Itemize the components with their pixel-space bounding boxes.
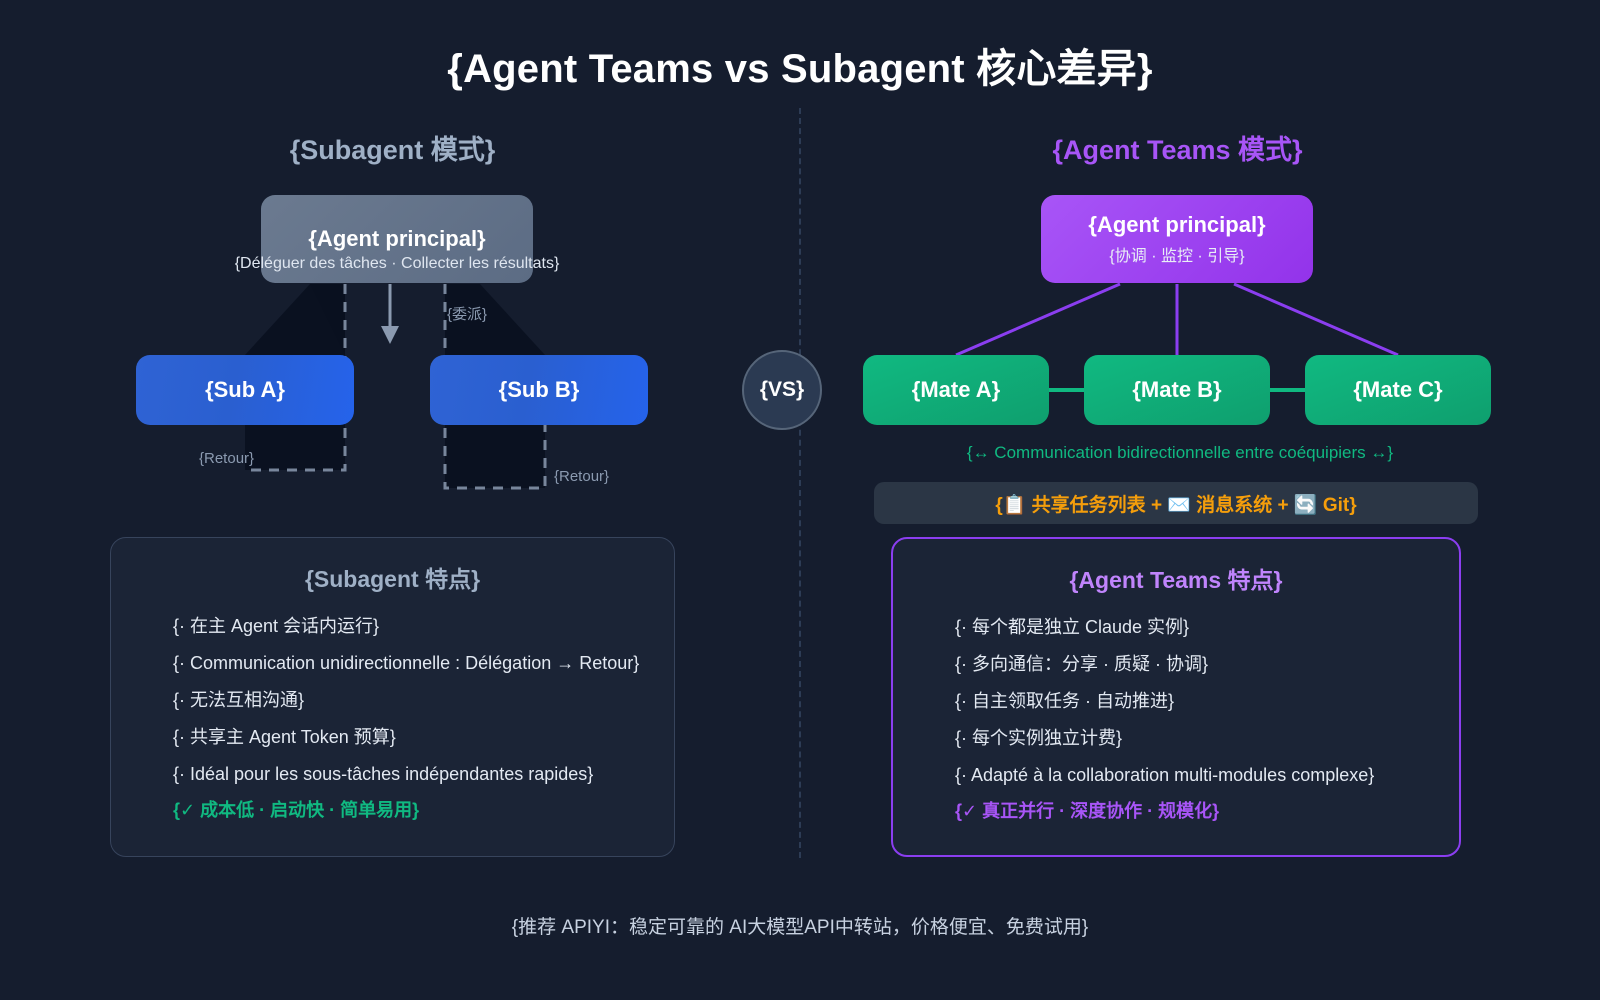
- card-subagent-features: {Subagent 特点} {· 在主 Agent 会话内运行} {· Comm…: [110, 537, 675, 857]
- list-item-highlight: {✓ 成本低 · 启动快 · 简单易用}: [173, 800, 420, 820]
- list-item: {· 无法互相沟通}: [173, 690, 305, 710]
- node-agent-principal-left[interactable]: {Agent principal} {Déléguer des tâches ·…: [235, 195, 559, 283]
- infrastructure-bar: {📋 共享任务列表 + ✉️ 消息系统 + 🔄 Git}: [874, 482, 1478, 524]
- node-label: {Sub A}: [205, 377, 285, 402]
- node-label: {Mate C}: [1353, 377, 1443, 402]
- card-agentteams-features: {Agent Teams 特点} {· 每个都是独立 Claude 实例} {·…: [891, 537, 1461, 857]
- list-item: {· Adapté à la collaboration multi-modul…: [955, 765, 1375, 785]
- column-header-agentteams: {Agent Teams 模式}: [1052, 135, 1303, 165]
- teams-connector-a: [955, 282, 1121, 357]
- list-item: {· 每个实例独立计费}: [955, 728, 1123, 748]
- page-title: {Agent Teams vs Subagent 核心差异}: [447, 47, 1153, 91]
- node-mate-b[interactable]: {Mate B}: [1084, 355, 1270, 425]
- edge-label-return-b: {Retour}: [554, 468, 610, 485]
- shade-polygon-a: [245, 284, 345, 355]
- list-item: {· 在主 Agent 会话内运行}: [173, 616, 380, 636]
- list-item: {· 共享主 Agent Token 预算}: [173, 727, 396, 747]
- edge-label-return-a: {Retour}: [199, 450, 255, 467]
- footer-note: {推荐 APIYI：稳定可靠的 AI大模型API中转站，价格便宜、免费试用}: [511, 917, 1089, 938]
- edge-label-delegate: {委派}: [447, 306, 488, 323]
- list-item: {· Communication unidirectionnelle : Dél…: [173, 653, 640, 673]
- node-subtitle: {协调 · 监控 · 引导}: [1109, 248, 1245, 265]
- list-item-highlight: {✓ 真正并行 · 深度协作 · 规模化}: [955, 801, 1220, 821]
- node-sub-b[interactable]: {Sub B}: [430, 355, 648, 425]
- list-item: {· 每个都是独立 Claude 实例}: [955, 617, 1190, 637]
- card-title: {Subagent 特点}: [304, 566, 481, 592]
- node-label: {Mate B}: [1132, 377, 1222, 402]
- column-header-subagent: {Subagent 模式}: [289, 135, 496, 165]
- vs-badge: {VS}: [742, 350, 822, 430]
- shade-polygon-a3: [310, 284, 345, 355]
- node-subtitle: {Déléguer des tâches · Collecter les rés…: [234, 255, 560, 272]
- node-mate-c[interactable]: {Mate C}: [1305, 355, 1491, 425]
- node-label: {Agent principal}: [1088, 212, 1266, 237]
- list-item: {· Idéal pour les sous-tâches indépendan…: [173, 764, 594, 784]
- node-label: {Mate A}: [911, 377, 1001, 402]
- feature-list: {· 每个都是独立 Claude 实例} {· 多向通信：分享 · 质疑 · 协…: [927, 609, 1425, 830]
- node-mate-a[interactable]: {Mate A}: [863, 355, 1049, 425]
- column-divider: [799, 108, 801, 858]
- card-title: {Agent Teams 特点}: [1069, 567, 1283, 593]
- delegate-arrow-head: [381, 326, 399, 344]
- node-agent-principal-right[interactable]: {Agent principal} {协调 · 监控 · 引导}: [1041, 195, 1313, 283]
- list-item: {· 多向通信：分享 · 质疑 · 协调}: [955, 654, 1209, 674]
- teams-connector-c: [1233, 282, 1399, 357]
- feature-list: {· 在主 Agent 会话内运行} {· Communication unid…: [145, 608, 640, 829]
- bidirectional-communication-caption: {↔ Communication bidirectionnelle entre …: [966, 443, 1394, 462]
- node-sub-a[interactable]: {Sub A}: [136, 355, 354, 425]
- list-item: {· 自主领取任务 · 自动推进}: [955, 691, 1175, 711]
- node-label: {Sub B}: [498, 377, 580, 402]
- node-label: {Agent principal}: [308, 226, 486, 251]
